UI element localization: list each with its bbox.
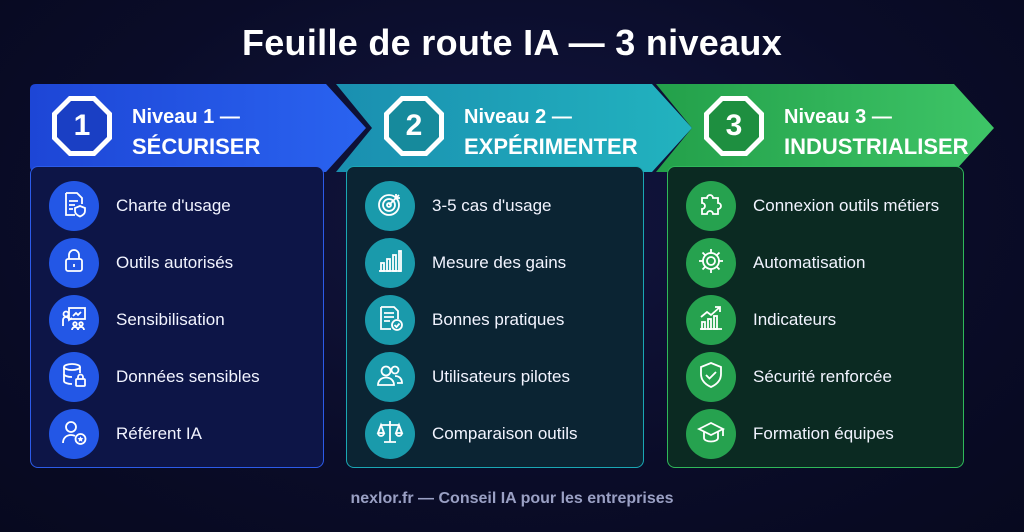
level-3-panel: Connexion outils métiers Automatisation …	[667, 166, 964, 468]
footer-credit: nexlor.fr — Conseil IA pour les entrepri…	[350, 490, 674, 507]
growth-chart-icon	[697, 304, 725, 337]
level-1-name: SÉCURISER	[132, 134, 261, 159]
list-item: Utilisateurs pilotes	[365, 352, 570, 402]
level-2-banner: 2 Niveau 2 — EXPÉRIMENTER	[336, 84, 692, 172]
list-item: Sécurité renforcée	[686, 352, 892, 402]
level-2-heading: Niveau 2 —	[464, 106, 572, 128]
list-item: Outils autorisés	[49, 238, 233, 288]
level-3-badge: 3	[702, 94, 766, 158]
document-shield-icon	[60, 190, 88, 223]
database-lock-icon	[60, 361, 88, 394]
level-3-number: 3	[725, 109, 743, 142]
list-item: Sensibilisation	[49, 295, 225, 345]
shield-check-icon	[697, 361, 725, 394]
level-1-banner: 1 Niveau 1 — SÉCURISER	[30, 84, 366, 172]
bar-chart-icon	[376, 247, 404, 280]
level-3-name: INDUSTRIALISER	[784, 134, 969, 159]
gear-icon	[697, 247, 725, 280]
level-1-number: 1	[73, 109, 91, 142]
level-2-badge: 2	[382, 94, 446, 158]
level-1-badge: 1	[50, 94, 114, 158]
level-2-panel: 3-5 cas d'usage Mesure des gains Bonnes …	[346, 166, 644, 468]
target-icon	[376, 190, 404, 223]
page-title: Feuille de route IA — 3 niveaux	[241, 22, 783, 63]
puzzle-icon	[697, 190, 725, 223]
users-icon	[376, 361, 404, 394]
list-item: Données sensibles	[49, 352, 260, 402]
list-item: Charte d'usage	[49, 181, 231, 231]
level-3-heading: Niveau 3 —	[784, 106, 892, 128]
level-2-name: EXPÉRIMENTER	[464, 134, 638, 159]
list-item: Référent IA	[49, 409, 202, 459]
level-1-panel: Charte d'usage Outils autorisés Sensibil…	[30, 166, 324, 468]
list-item: Connexion outils métiers	[686, 181, 939, 231]
level-2-number: 2	[405, 109, 423, 142]
list-item: Indicateurs	[686, 295, 836, 345]
list-item: Mesure des gains	[365, 238, 566, 288]
list-item: Comparaison outils	[365, 409, 578, 459]
user-star-icon	[60, 418, 88, 451]
graduation-cap-icon	[696, 418, 726, 451]
list-item: 3-5 cas d'usage	[365, 181, 552, 231]
level-1-heading: Niveau 1 —	[132, 106, 240, 128]
level-3-banner: 3 Niveau 3 — INDUSTRIALISER	[656, 84, 994, 172]
document-check-icon	[376, 304, 404, 337]
presentation-icon	[60, 304, 88, 337]
list-item: Automatisation	[686, 238, 865, 288]
lock-icon	[60, 247, 88, 280]
list-item: Bonnes pratiques	[365, 295, 564, 345]
list-item: Formation équipes	[686, 409, 894, 459]
balance-scale-icon	[376, 418, 404, 451]
